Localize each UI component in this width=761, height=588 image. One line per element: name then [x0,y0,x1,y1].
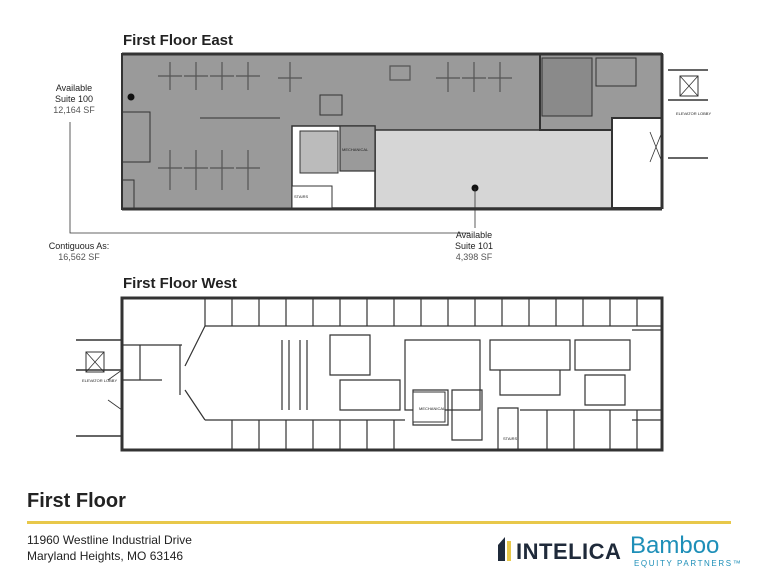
intelica-logo-icon [497,533,513,563]
east-callouts [69,93,479,234]
bamboo-logo-subtext: EQUITY PARTNERS™ [634,559,742,568]
east-right-small-rooms [595,57,637,87]
east-right-upper-block [541,57,593,117]
suite-101-label-line1: Available [455,230,493,240]
page-title: First Floor [27,490,126,512]
west-floor-plan: MECHANICAL STAIRS ELEVATOR LOBBY [76,296,664,452]
suite-100-callout: Available Suite 100 12,164 SF [42,83,106,116]
suite-101-area: 4,398 SF [455,252,493,262]
first-floor-east-title: First Floor East [123,32,234,49]
suite-101-label-line2: Suite 101 [454,241,494,251]
contiguous-label: Contiguous As: [48,241,110,251]
west-elevator-lobby-label: ELEVATOR LOBBY [82,378,117,383]
bamboo-subtext: EQUITY PARTNERS [634,559,733,568]
east-mechanical-room [339,125,376,172]
address-line-2: Maryland Heights, MO 63146 [27,549,184,563]
east-mechanical-label: MECHANICAL [342,147,369,152]
east-restrooms [299,130,339,174]
east-elevator-lobby-label: ELEVATOR LOBBY [676,111,711,116]
intelica-logo-text: INTELICA [516,539,622,564]
address-line-1: 11960 Westline Industrial Drive [27,533,192,547]
contiguous-callout: Contiguous As: 16,562 SF [38,241,120,263]
trademark-symbol: ™ [732,559,743,568]
east-stairs-label: STAIRS [294,194,308,199]
suite-100-label-line1: Available [55,83,93,93]
east-floor-plan: MECHANICAL STAIRS ELEVATOR LOBBY [121,52,711,211]
suite-101-callout: Available Suite 101 4,398 SF [442,230,506,263]
east-right-wing [611,117,663,209]
west-mechanical-label: MECHANICAL [419,406,446,411]
bamboo-logo-text: Bamboo [630,532,720,559]
west-stairs-label: STAIRS [503,436,517,441]
suite-100-area: 12,164 SF [53,105,95,115]
contiguous-area: 16,562 SF [58,252,100,262]
first-floor-west-title: First Floor West [123,275,237,292]
suite-100-label-line2: Suite 100 [54,94,94,104]
accent-divider [27,521,731,524]
address-block: 11960 Westline Industrial Drive Maryland… [27,532,192,564]
suite-101-area[interactable] [374,129,613,209]
